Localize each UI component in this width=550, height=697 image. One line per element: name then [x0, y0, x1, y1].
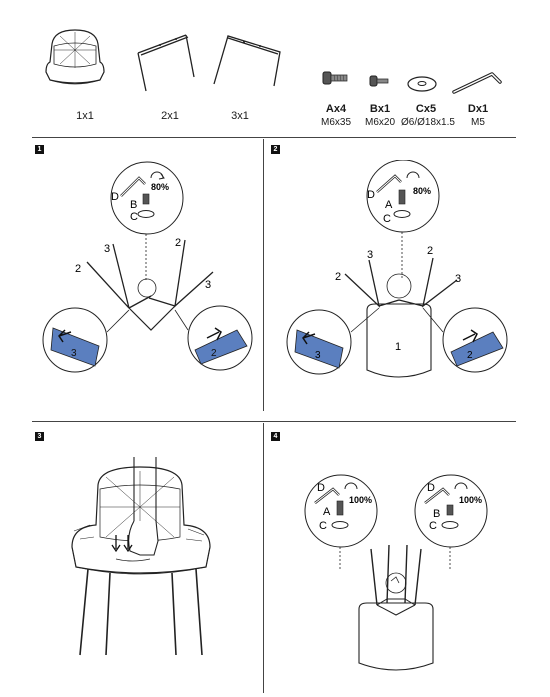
- leg-frame-2-illustration: [137, 34, 195, 92]
- step-3-badge: 3: [35, 432, 44, 441]
- seat-qty: 1x1: [76, 110, 94, 122]
- hardware-d-size: M5: [471, 117, 485, 128]
- hardware-d-code: Dx1: [467, 103, 489, 115]
- step-2-num-2a: 2: [335, 271, 341, 283]
- step-1-num-2a: 2: [75, 263, 81, 275]
- step-1-zoom-left-num: 3: [71, 348, 77, 359]
- step-3-illustration: [71, 457, 211, 656]
- hardware-b-size: M6x20: [364, 117, 395, 128]
- step-2-label-a: A: [385, 199, 393, 211]
- step-1-zoom-right-num: 2: [211, 348, 217, 359]
- step-1-label-d: D: [111, 191, 119, 203]
- leg-frame-3-qty: 3x1: [231, 110, 249, 122]
- divider-mid-lower: [263, 423, 264, 693]
- divider-top: [32, 137, 516, 138]
- divider-middle: [32, 421, 516, 422]
- step-2-num-3a: 3: [367, 249, 373, 261]
- bolt-b-icon: [369, 75, 389, 87]
- step-2-label-d: D: [367, 189, 375, 201]
- step-4-left-label-c: C: [319, 520, 327, 532]
- bolt-a-icon: [322, 71, 348, 85]
- step-1-num-2b: 2: [175, 237, 181, 249]
- step-4-left-label-d: D: [317, 482, 325, 494]
- leg-frame-2-qty: 2x1: [161, 110, 179, 122]
- washer-c-icon: [407, 76, 437, 92]
- step-2-seat-num: 1: [395, 341, 401, 353]
- step-4-right-label-b: B: [433, 508, 440, 520]
- hardware-a-code: Ax4: [325, 103, 347, 115]
- step-1-label-c: C: [130, 211, 138, 223]
- step-4-illustration: D A C 100% D B C 100%: [304, 474, 488, 671]
- step-1-illustration: D B C 80% 3 2 2 3 3 2: [42, 161, 253, 373]
- step-4-right-pct: 100%: [459, 495, 482, 505]
- step-2-zoom-left-num: 3: [315, 350, 321, 361]
- hardware-c-code: Cx5: [415, 103, 437, 115]
- step-2-zoom-right-num: 2: [467, 350, 473, 361]
- hardware-c-size: Ø6/Ø18x1.5: [401, 117, 455, 128]
- step-1-badge: 1: [35, 145, 44, 154]
- seat-illustration: [45, 29, 105, 85]
- step-1-label-b: B: [130, 199, 137, 211]
- leg-frame-3-illustration: [213, 35, 281, 87]
- step-4-right-label-d: D: [427, 482, 435, 494]
- step-1-label-pct: 80%: [151, 182, 169, 192]
- hardware-b-code: Bx1: [369, 103, 391, 115]
- step-4-right-label-c: C: [429, 520, 437, 532]
- step-2-badge: 2: [271, 145, 280, 154]
- step-2-num-2b: 2: [427, 245, 433, 257]
- allen-key-d-icon: [452, 72, 502, 94]
- step-2-num-3b: 3: [455, 273, 461, 285]
- step-1-num-3b: 3: [205, 279, 211, 291]
- step-4-badge: 4: [271, 432, 280, 441]
- step-1-num-3a: 3: [104, 243, 110, 255]
- hardware-a-size: M6x35: [320, 117, 351, 128]
- step-2-label-c: C: [383, 213, 391, 225]
- step-4-left-pct: 100%: [349, 495, 372, 505]
- step-2-label-pct: 80%: [413, 186, 431, 196]
- step-4-left-label-a: A: [323, 506, 331, 518]
- divider-mid-upper: [263, 139, 264, 411]
- step-2-illustration: D A C 80% 1 3 2 2 3 3 2: [286, 160, 508, 378]
